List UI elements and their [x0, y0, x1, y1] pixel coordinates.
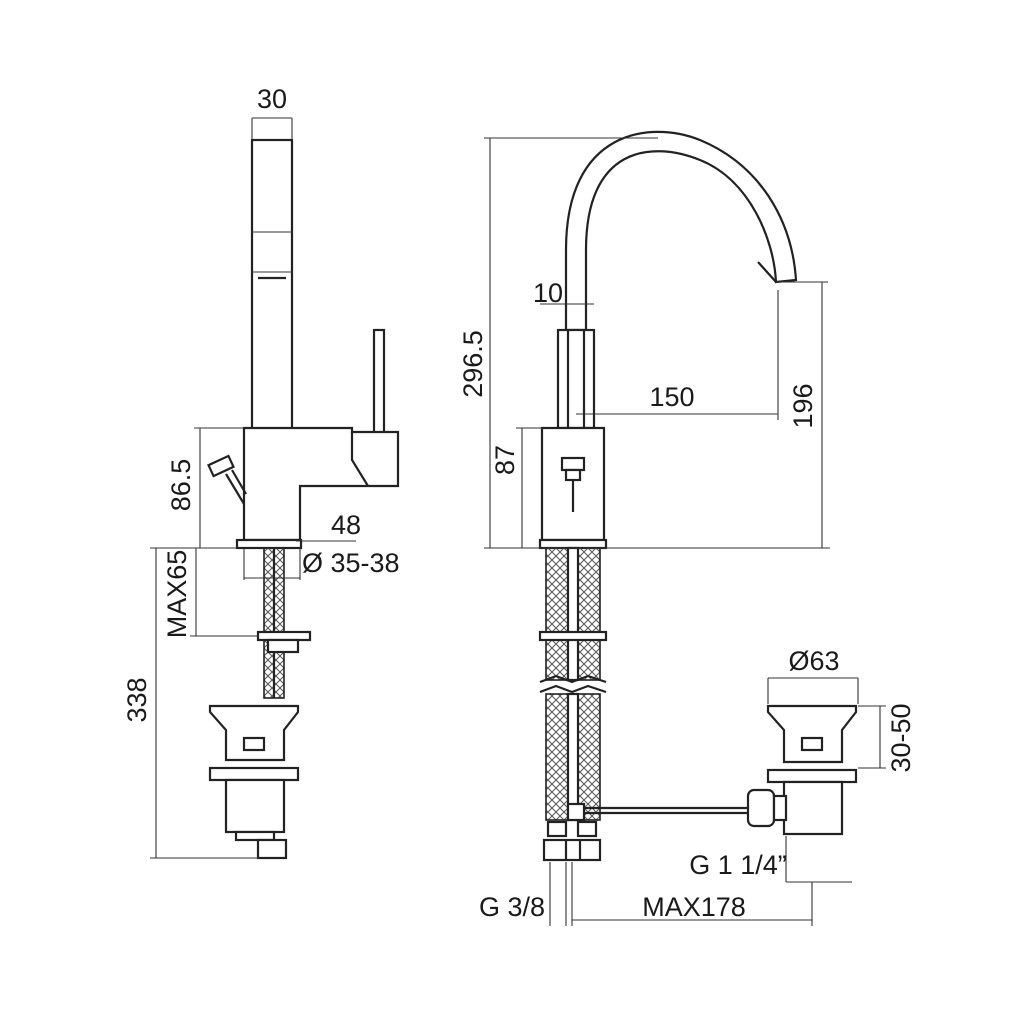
dim-waste-adjust: 30-50 — [886, 703, 916, 772]
side-dimensions — [150, 117, 356, 859]
front-base — [538, 538, 608, 550]
side-waste — [208, 704, 300, 860]
dim-supply-thread: G 3/8 — [479, 892, 545, 922]
dim-body-height-left: 86.5 — [166, 459, 196, 512]
dim-waste-thread: G 1 1/4” — [689, 850, 787, 880]
base-plate — [235, 538, 303, 550]
waste-lever-nut — [746, 788, 776, 828]
front-hose-left — [545, 547, 569, 681]
dim-max-rod: MAX178 — [642, 892, 746, 922]
front-waste — [746, 704, 858, 836]
front-valve — [560, 456, 586, 512]
mixer-body — [242, 426, 400, 542]
supply-connectors — [542, 820, 602, 862]
dim-body-height-right: 87 — [490, 445, 520, 475]
dim-spout-width: 30 — [257, 84, 287, 114]
dim-waste-diameter: Ø63 — [788, 646, 839, 676]
dim-base-width: 48 — [331, 510, 361, 540]
dim-max-deck: MAX65 — [162, 550, 192, 639]
front-hose-right — [577, 547, 601, 681]
lever-handle — [372, 328, 386, 436]
front-view — [538, 130, 858, 862]
side-view — [207, 138, 400, 860]
dim-reach: 150 — [649, 382, 694, 412]
fixing-nut — [256, 630, 312, 642]
dim-total-pipe: 338 — [122, 677, 152, 722]
break-line — [539, 674, 607, 684]
spout-column — [250, 138, 294, 432]
pop-up-connector — [256, 838, 288, 860]
gooseneck-spout — [564, 130, 798, 330]
dim-hole-diameter: Ø 35-38 — [302, 548, 400, 578]
side-valve — [207, 454, 247, 505]
dim-spout-tip: 10 — [533, 278, 563, 308]
dim-spout-clearance: 196 — [788, 383, 818, 428]
front-dimensions — [484, 137, 886, 926]
dim-total-height: 296.5 — [458, 330, 488, 398]
